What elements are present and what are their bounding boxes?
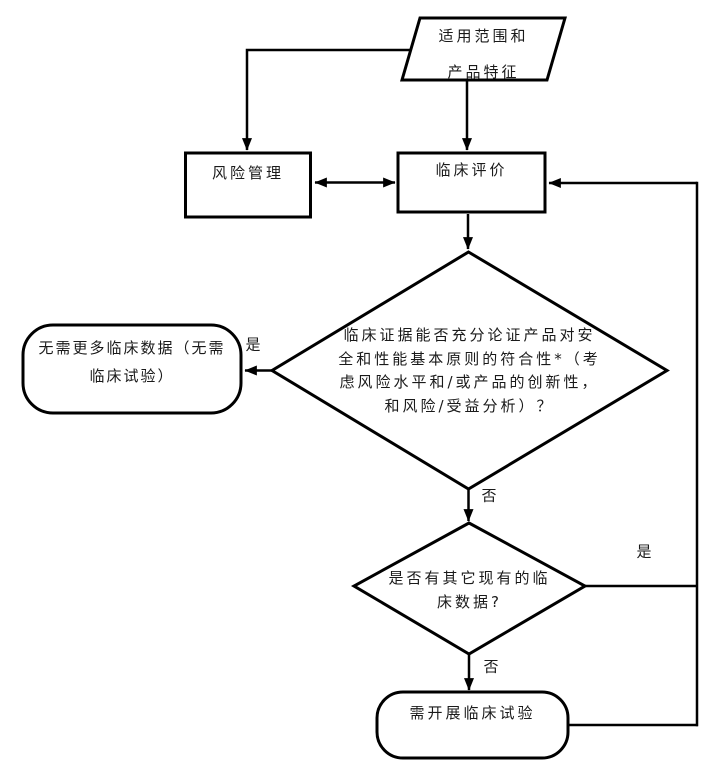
scope-parallelogram — [400, 16, 567, 82]
decision2-diamond — [350, 521, 589, 656]
no-more-data-rounded-box — [21, 323, 243, 415]
clinical-evaluation-box — [396, 151, 547, 214]
edge-scope-to-risk — [242, 48, 410, 151]
conduct-trial-rounded-box — [375, 690, 570, 760]
decision1-diamond — [269, 250, 670, 491]
risk-management-box — [184, 151, 312, 219]
